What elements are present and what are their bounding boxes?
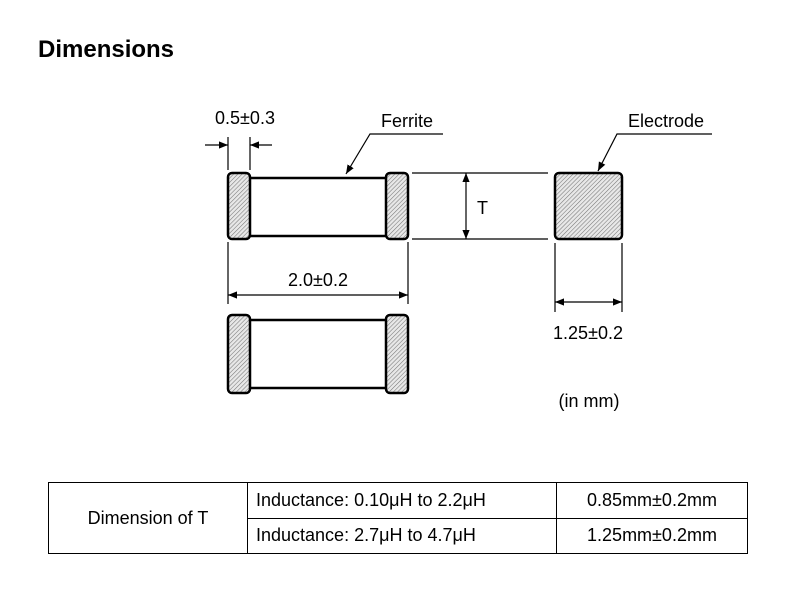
table-row: Dimension of T Inductance: 0.10μH to 2.2… xyxy=(48,482,748,554)
units-note: (in mm) xyxy=(559,391,620,411)
length-label: 2.0±0.2 xyxy=(288,270,348,290)
chip-end-view xyxy=(553,171,624,241)
electrode-width-label: 0.5±0.3 xyxy=(215,108,275,128)
thickness-dimension: T xyxy=(412,172,548,240)
electrode-leader: Electrode xyxy=(597,111,712,172)
chip-side-view-top xyxy=(226,171,410,241)
condition-cell: Inductance: 0.10μH to 2.2μH xyxy=(247,482,557,519)
end-width-dimension: 1.25±0.2 xyxy=(553,243,623,343)
end-width-label: 1.25±0.2 xyxy=(553,323,623,343)
thickness-label: T xyxy=(477,198,488,218)
row-label: Dimension of T xyxy=(48,482,248,554)
page-title: Dimensions xyxy=(38,36,175,63)
electrode-left-lower xyxy=(226,313,252,395)
electrode-left xyxy=(226,171,252,241)
ferrite-label: Ferrite xyxy=(381,111,433,131)
ferrite-leader: Ferrite xyxy=(345,111,443,175)
dimension-table: Dimension of T Inductance: 0.10μH to 2.2… xyxy=(48,482,748,554)
electrode-right-lower xyxy=(384,313,410,395)
table-row: Inductance: 2.7μH to 4.7μH 1.25mm±0.2mm xyxy=(49,517,748,554)
ferrite-body xyxy=(238,176,398,238)
dimension-drawing: 0.5±0.3 Ferrite Electrode T 2.0±0.2 1.25… xyxy=(205,108,712,411)
value-cell: 0.85mm±0.2mm xyxy=(556,482,748,519)
length-dimension: 2.0±0.2 xyxy=(227,242,409,304)
electrode-width-dimension: 0.5±0.3 xyxy=(205,108,275,170)
ferrite-body-lower xyxy=(238,318,398,390)
value-cell: 1.25mm±0.2mm xyxy=(556,517,748,554)
electrode-right xyxy=(384,171,410,241)
chip-top-view xyxy=(226,313,410,395)
electrode-label: Electrode xyxy=(628,111,704,131)
condition-cell: Inductance: 2.7μH to 4.7μH xyxy=(247,517,557,554)
